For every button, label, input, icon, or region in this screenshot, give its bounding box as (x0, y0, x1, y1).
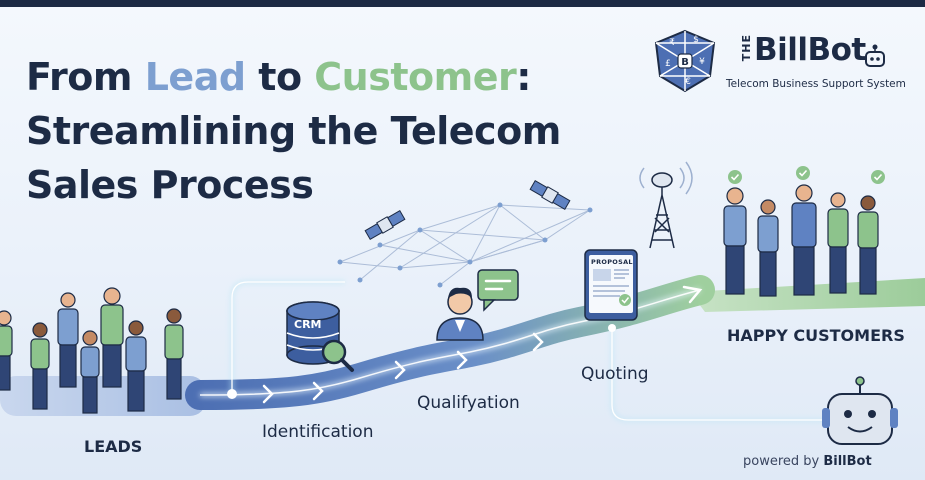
proposal-tablet-icon (584, 249, 638, 321)
path-chevrons (262, 332, 544, 404)
branch-line-quoting (611, 328, 830, 421)
billbot-robot-icon (822, 376, 898, 445)
radio-tower-icon (639, 161, 693, 249)
branch-node (227, 389, 237, 399)
satellite-icon-right (529, 179, 571, 211)
network-lines (339, 204, 591, 286)
stage-label-quoting: Quoting (581, 364, 649, 384)
logo-brand: BillBot (754, 32, 866, 68)
stage-label-identification: Identification (262, 422, 374, 442)
branch-line-identification (231, 281, 345, 394)
satellite-icon-left (364, 209, 406, 241)
network-nodes (337, 202, 593, 288)
agent-avatar-icon (436, 287, 484, 341)
billbot-logo: B ₹ $ ¥ £ € THE BillBot Telecom Business… (650, 28, 910, 98)
powered-by: powered by BillBot (743, 454, 872, 469)
leads-crowd (0, 287, 184, 414)
logo-tagline: Telecom Business Support System (726, 78, 906, 90)
magnifier-icon (321, 339, 354, 372)
headline-text: : (516, 55, 531, 99)
headline-customer-word: Customer (314, 55, 517, 99)
chat-bubble-icon (477, 269, 519, 312)
headline-line-2: Streamlining the Telecom (26, 109, 561, 153)
headline-text: to (245, 55, 315, 99)
headline-line-3: Sales Process (26, 163, 314, 207)
stage-label-leads: LEADS (84, 437, 143, 456)
proposal-label: PROPOSAL (591, 258, 633, 266)
stage-label-happy-customers: HAPPY CUSTOMERS (727, 326, 905, 345)
branch-node (608, 324, 616, 332)
currency-shield-icon: B ₹ $ ¥ £ € (654, 29, 716, 93)
logo-the: THE (740, 34, 753, 62)
powered-by-brand: BillBot (823, 454, 872, 469)
crm-database-icon (286, 301, 340, 365)
svg-text:¥: ¥ (699, 57, 705, 67)
leads-platform (0, 376, 206, 416)
svg-text:£: £ (665, 59, 671, 69)
headline-text: From (26, 55, 145, 99)
svg-text:€: € (685, 77, 691, 87)
stage-label-qualification: Qualifyation (417, 393, 520, 413)
logo-robot-icon (865, 44, 885, 67)
svg-text:₹: ₹ (669, 38, 675, 48)
customers-group (723, 184, 879, 297)
arrow-to-customers (682, 285, 703, 304)
checkmark-icons (728, 166, 885, 184)
headline: From Lead to Customer: Streamlining the … (26, 50, 626, 212)
svg-text:B: B (681, 57, 689, 68)
headline-lead-word: Lead (144, 55, 246, 99)
crm-label: CRM (294, 318, 322, 331)
top-bar (0, 0, 925, 7)
powered-by-prefix: powered by (743, 454, 824, 469)
headline-line-1: From Lead to Customer: (26, 50, 626, 104)
svg-text:$: $ (693, 35, 699, 45)
